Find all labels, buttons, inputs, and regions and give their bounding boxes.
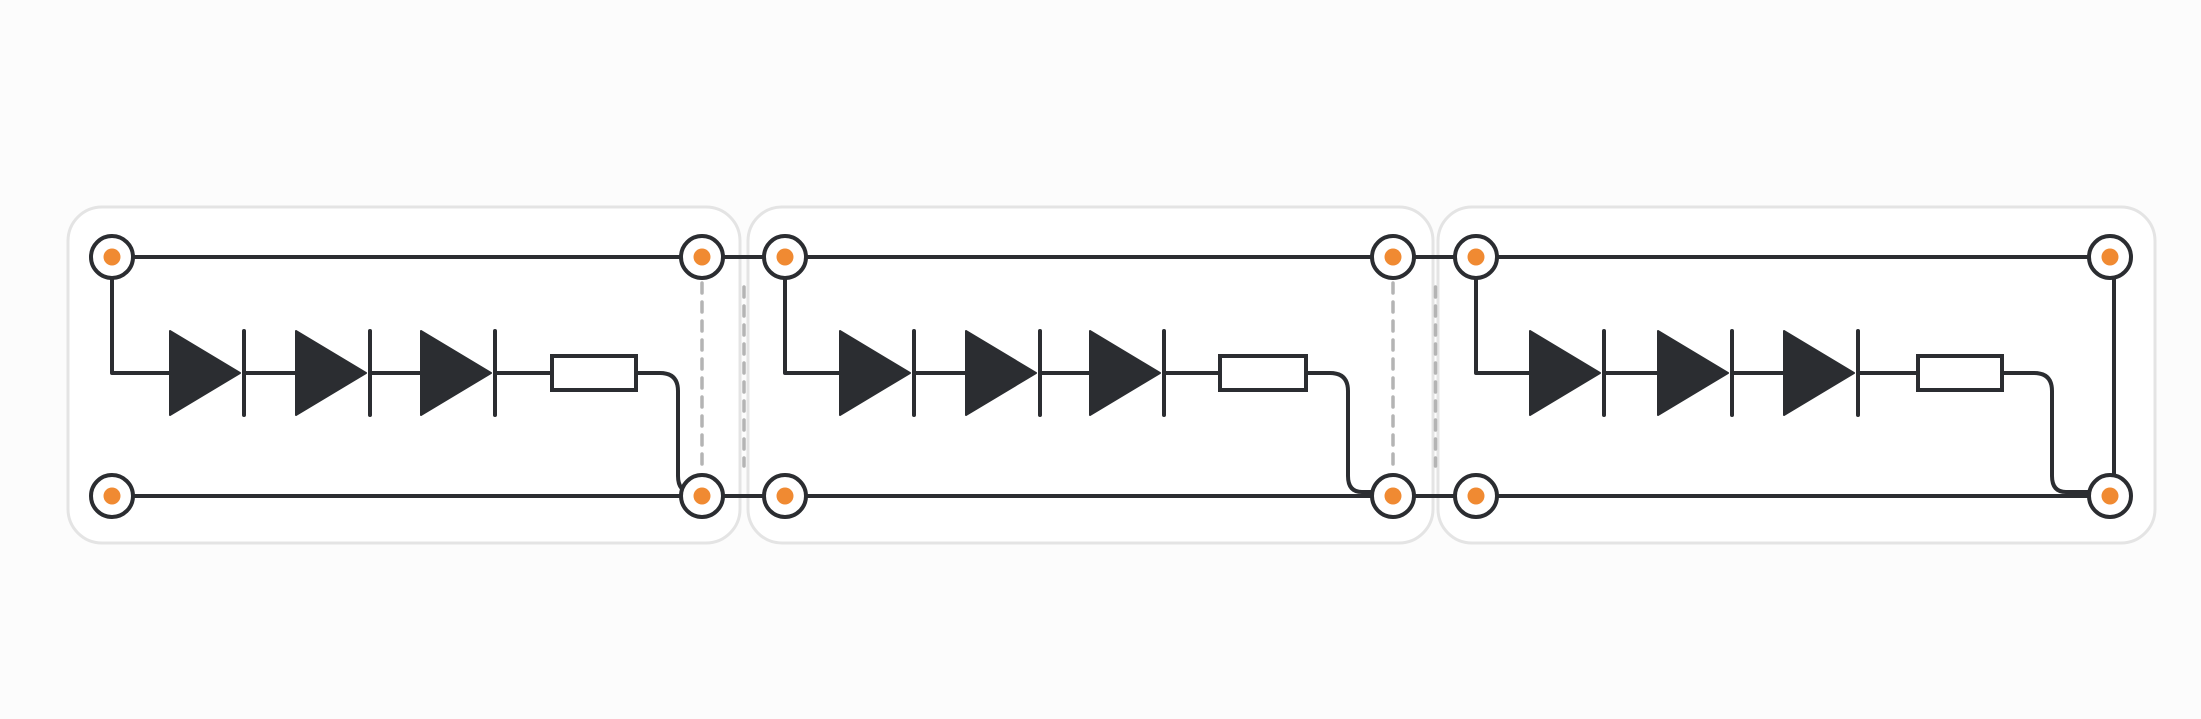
solder-pad-center — [1384, 487, 1402, 505]
solder-pad-center — [1467, 487, 1485, 505]
output-lead-wire — [2000, 371, 2108, 494]
solder-pad-center — [2101, 248, 2119, 266]
solder-pad-center — [1467, 248, 1485, 266]
solder-pad-center — [103, 487, 121, 505]
resistor-icon — [1218, 354, 1308, 392]
diode-icon — [965, 330, 1037, 416]
resistor-icon — [1916, 354, 2004, 392]
diode-icon — [295, 330, 367, 416]
components — [169, 329, 2004, 417]
solder-pad-center — [693, 248, 711, 266]
diode-icon — [169, 330, 241, 416]
solder-pad-center — [776, 248, 794, 266]
diode-icon — [1657, 330, 1729, 416]
solder-pad-center — [693, 487, 711, 505]
input-lead-wire — [1474, 255, 1532, 375]
input-lead-wire — [783, 255, 842, 375]
solder-pad-center — [1384, 248, 1402, 266]
diode-icon — [1529, 330, 1601, 416]
solder-pads — [89, 234, 2133, 519]
diode-icon — [1783, 330, 1855, 416]
segment-links — [700, 281, 1438, 472]
solder-pad-center — [103, 248, 121, 266]
output-lead-wire — [1304, 371, 1391, 494]
wires — [110, 255, 2116, 498]
resistor-icon — [550, 354, 638, 392]
diode-icon — [1089, 330, 1161, 416]
solder-pad-center — [2101, 487, 2119, 505]
input-lead-wire — [110, 255, 172, 375]
diode-icon — [839, 330, 911, 416]
solder-pad-center — [776, 487, 794, 505]
diode-icon — [420, 330, 492, 416]
